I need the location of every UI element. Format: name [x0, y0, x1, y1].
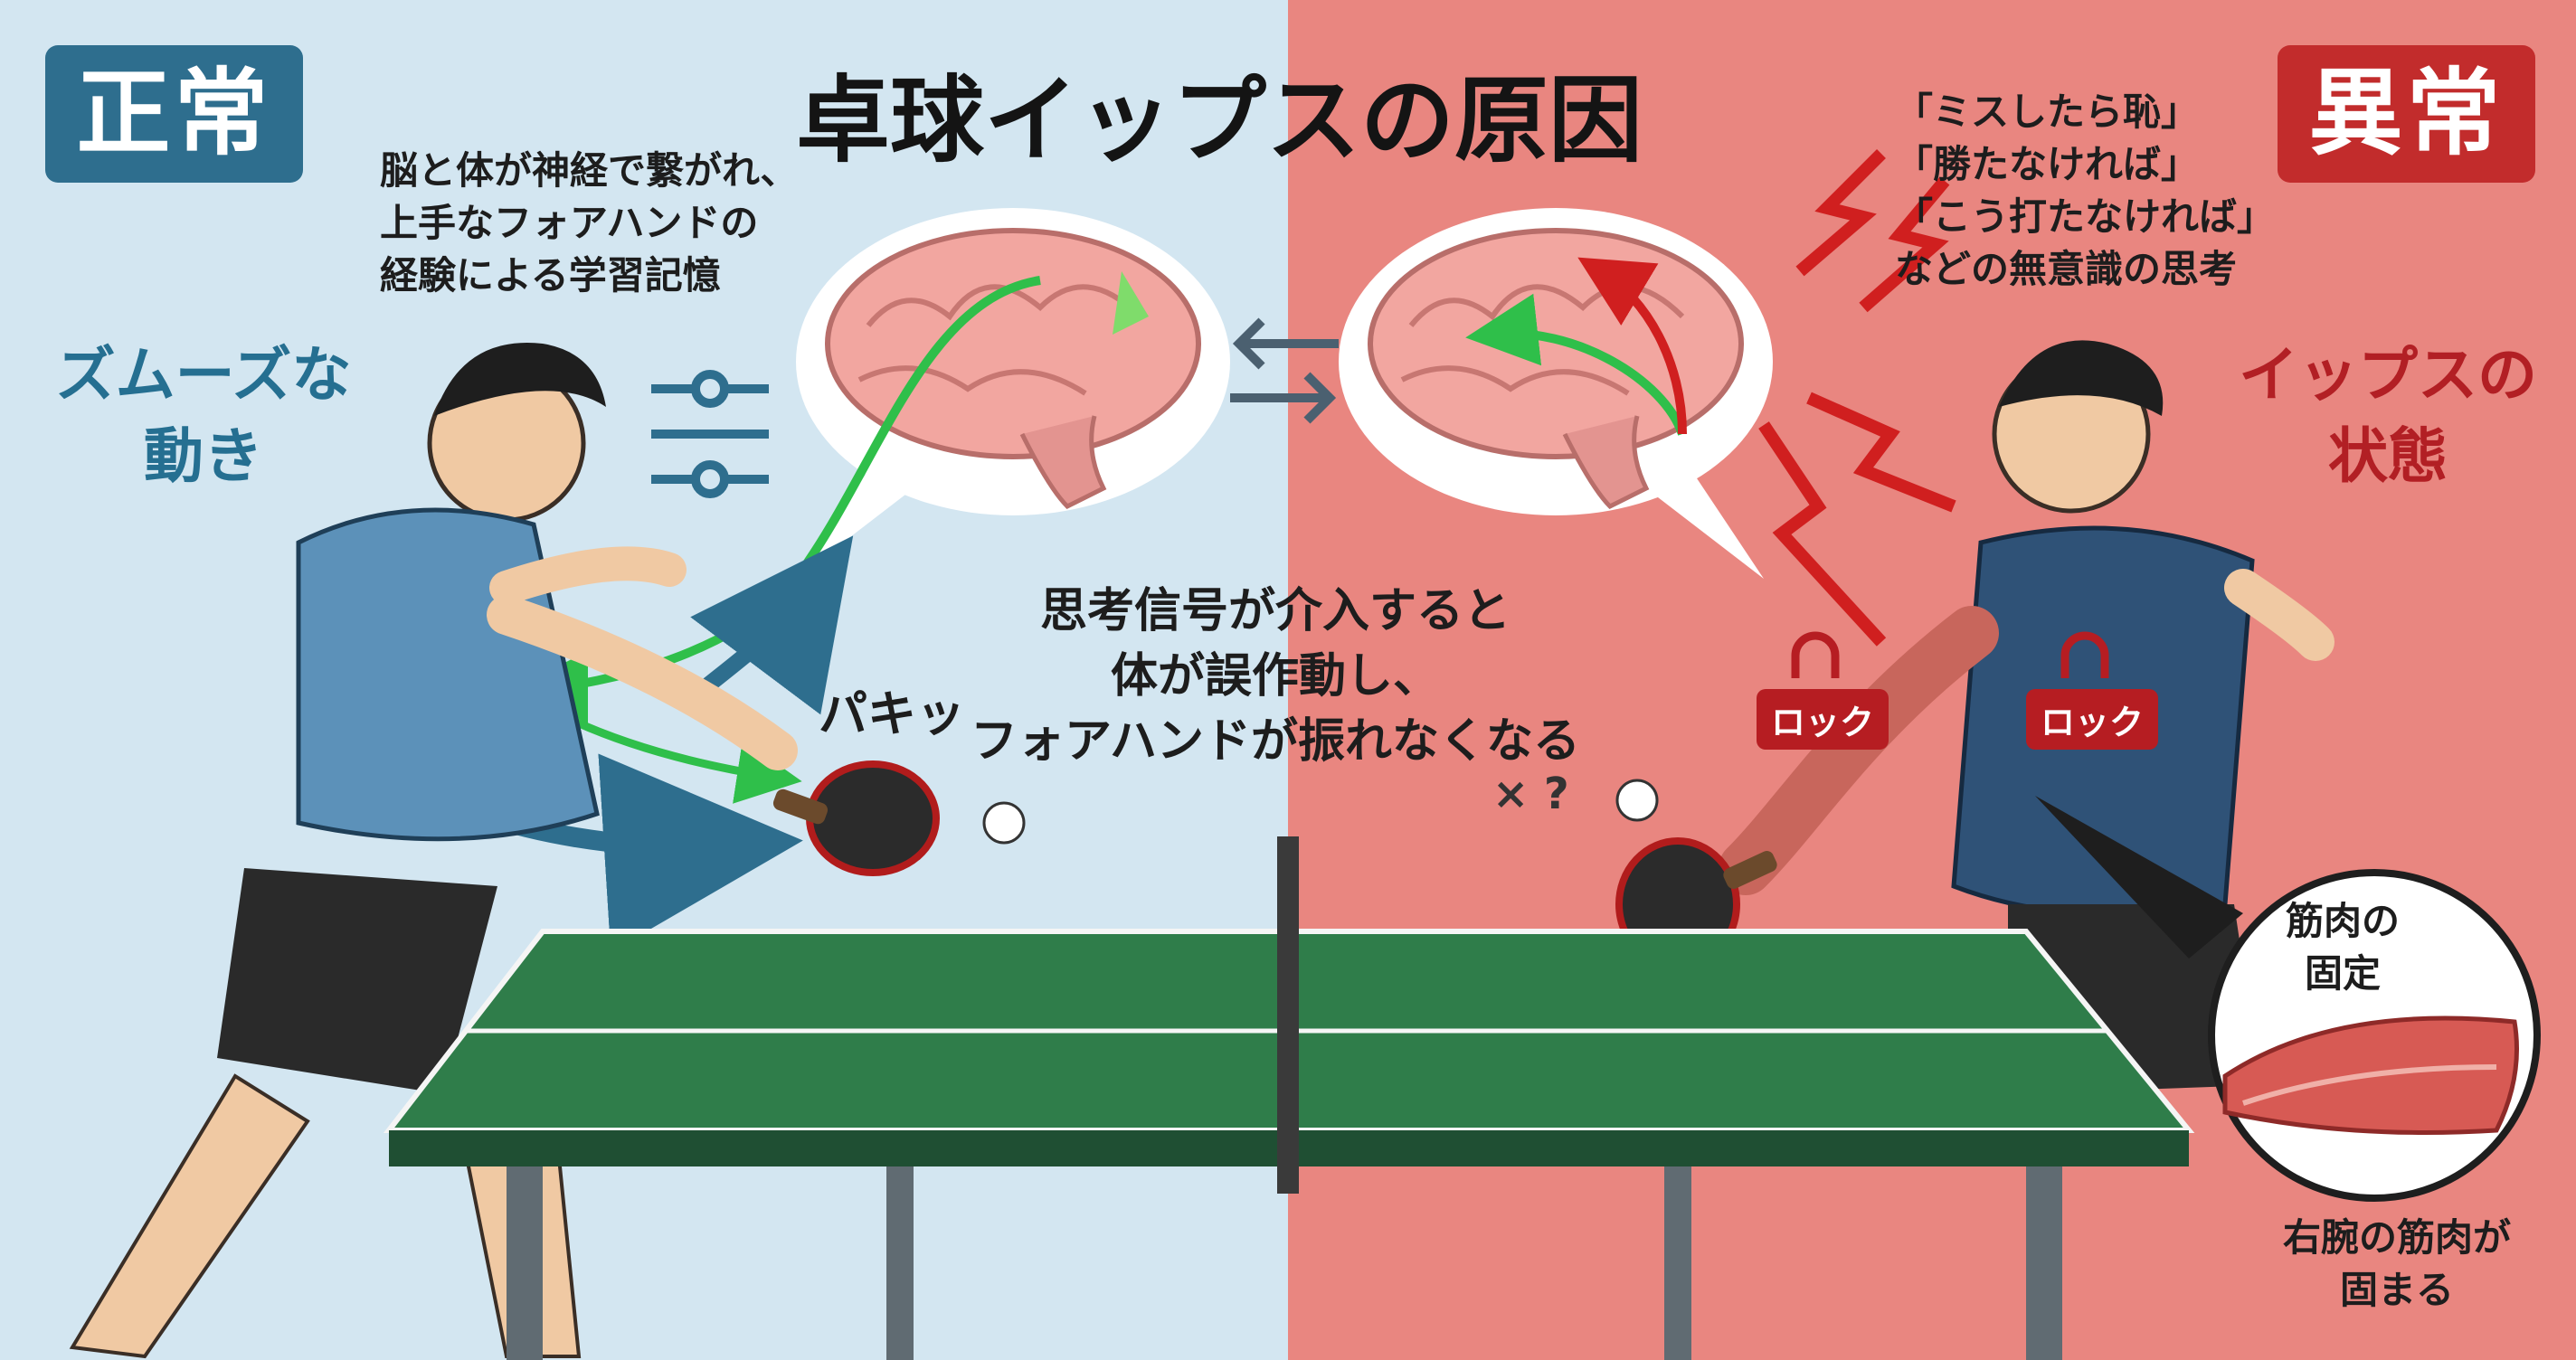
sliders-icon [651, 370, 769, 498]
lock-label: ロック [2026, 689, 2159, 750]
padlock-icon [1791, 631, 1840, 678]
arm-muscle-caption: 右腕の筋肉が 固まる [2282, 1215, 2511, 1312]
badge-abnormal: 異常 [2278, 45, 2535, 183]
hit-sound-label: パキッ [819, 685, 965, 742]
paddle-icon [772, 760, 940, 876]
yips-state-label: イップスの 状態 [2239, 340, 2537, 491]
swing-arrow [690, 535, 854, 715]
ball-icon [982, 801, 1026, 845]
page-title: 卓球イップスの原因 [796, 65, 1643, 175]
padlock-icon [2060, 631, 2109, 678]
neuron-spark-icon [1113, 271, 1149, 335]
smooth-motion-label: ズムーズな 動き [55, 340, 352, 491]
lock-label: ロック [1757, 689, 1889, 750]
net-post [1277, 836, 1299, 1194]
unconscious-thought-note: 「ミスしたら恥」 「勝たなければ」 「こう打たなければ」 などの無意識の思考 [1895, 90, 2276, 291]
brain-icon [825, 228, 1201, 510]
muscle-fixed-caption: 筋肉の 固定 [2285, 899, 2400, 996]
ping-pong-table [383, 836, 2195, 1360]
center-caption: 思考信号が介入すると 体が誤作動し、 フォアハンドが振れなくなる [971, 584, 1580, 769]
miss-marks: × ? [1492, 769, 1569, 819]
intrusive-thought-arrow [1577, 257, 1687, 435]
muscle-inset [2035, 796, 2541, 1202]
badge-normal: 正常 [45, 45, 303, 183]
swap-arrows-icon [1230, 317, 1339, 424]
lightning-arrow-icon [1758, 149, 1956, 647]
blocked-nerve-arrow [1465, 293, 1687, 436]
brain-learning-note: 脳と体が神経で繋がれ、 上手なフォアハンドの 経験による学習記憶 [380, 148, 799, 298]
ball-icon [1615, 779, 1659, 822]
